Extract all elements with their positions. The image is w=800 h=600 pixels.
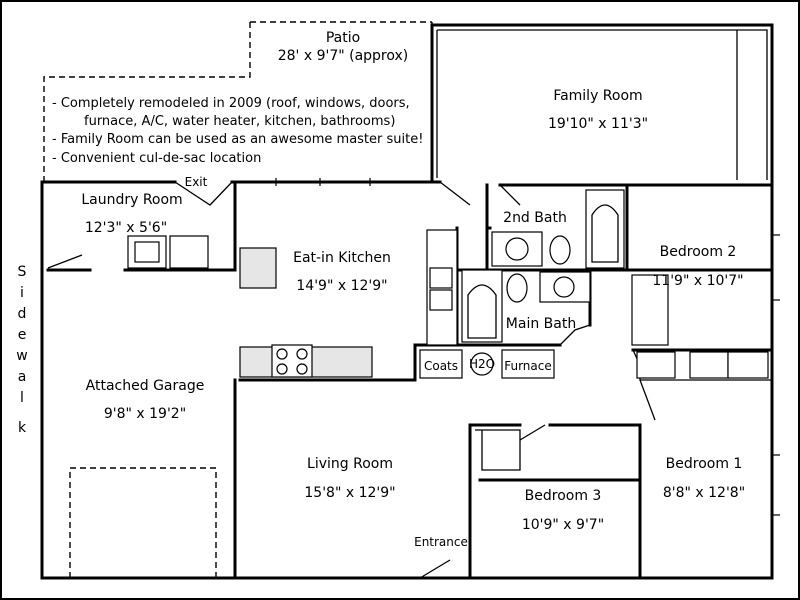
bedroom-1-size: 8'8" x 12'8"	[663, 485, 745, 501]
note-2: furnace, A/C, water heater, kitchen, bat…	[84, 114, 395, 129]
bedroom-2-size: 11'9" x 10'7"	[652, 273, 743, 289]
sidewalk-letter: w	[16, 348, 27, 364]
exterior-walls	[40, 23, 774, 580]
living-room-label: Living Room	[307, 456, 393, 472]
note-4: - Convenient cul-de-sac location	[52, 151, 261, 166]
garage-label: Attached Garage	[86, 378, 205, 394]
bedroom-1-label: Bedroom 1	[666, 456, 743, 472]
sidewalk-letter: k	[18, 420, 27, 436]
sidewalk-letter: i	[20, 285, 24, 301]
patio-label: Patio	[326, 30, 360, 46]
family-room-walls	[436, 29, 768, 206]
kitchen-label: Eat-in Kitchen	[293, 250, 391, 266]
bedroom-3-size: 10'9" x 9'7"	[522, 517, 604, 533]
exit-label: Exit	[185, 175, 208, 189]
sidewalk-letter: e	[18, 327, 27, 343]
garage-door	[69, 467, 217, 578]
main-bath-label: Main Bath	[506, 316, 576, 332]
main-bath-fixtures	[461, 269, 591, 343]
laundry-room-label: Laundry Room	[81, 192, 182, 208]
sidewalk-letter: S	[18, 264, 27, 280]
bedroom-2-label: Bedroom 2	[660, 244, 737, 260]
second-bath-label: 2nd Bath	[503, 210, 567, 226]
sidewalk-letter: l	[20, 390, 24, 406]
kitchen-fixtures	[239, 229, 458, 378]
note-3: - Family Room can be used as an awesome …	[52, 132, 423, 147]
sidewalk-letter: a	[18, 369, 27, 385]
water-heater-label: H2O	[469, 357, 495, 371]
bedroom-closets	[631, 274, 769, 379]
entrance-label: Entrance	[414, 535, 468, 549]
door-swings	[174, 181, 451, 579]
patio-size: 28' x 9'7" (approx)	[278, 48, 409, 64]
living-room-size: 15'8" x 12'9"	[304, 485, 395, 501]
utility-closets	[419, 349, 555, 379]
window-marks	[275, 178, 780, 516]
sidewalk-letter: d	[18, 306, 27, 322]
coats-closet-label: Coats	[424, 359, 458, 373]
second-bath-fixtures	[491, 189, 625, 269]
bedroom-3-label: Bedroom 3	[525, 488, 602, 504]
furnace-label: Furnace	[504, 359, 552, 373]
garage-size: 9'8" x 19'2"	[104, 406, 186, 422]
laundry-appliances	[127, 235, 209, 269]
kitchen-size: 14'9" x 12'9"	[296, 278, 387, 294]
family-room-size: 19'10" x 11'3"	[548, 116, 648, 132]
family-room-label: Family Room	[553, 88, 642, 104]
note-1: - Completely remodeled in 2009 (roof, wi…	[52, 96, 410, 111]
laundry-room-size: 12'3" x 5'6"	[85, 220, 167, 236]
